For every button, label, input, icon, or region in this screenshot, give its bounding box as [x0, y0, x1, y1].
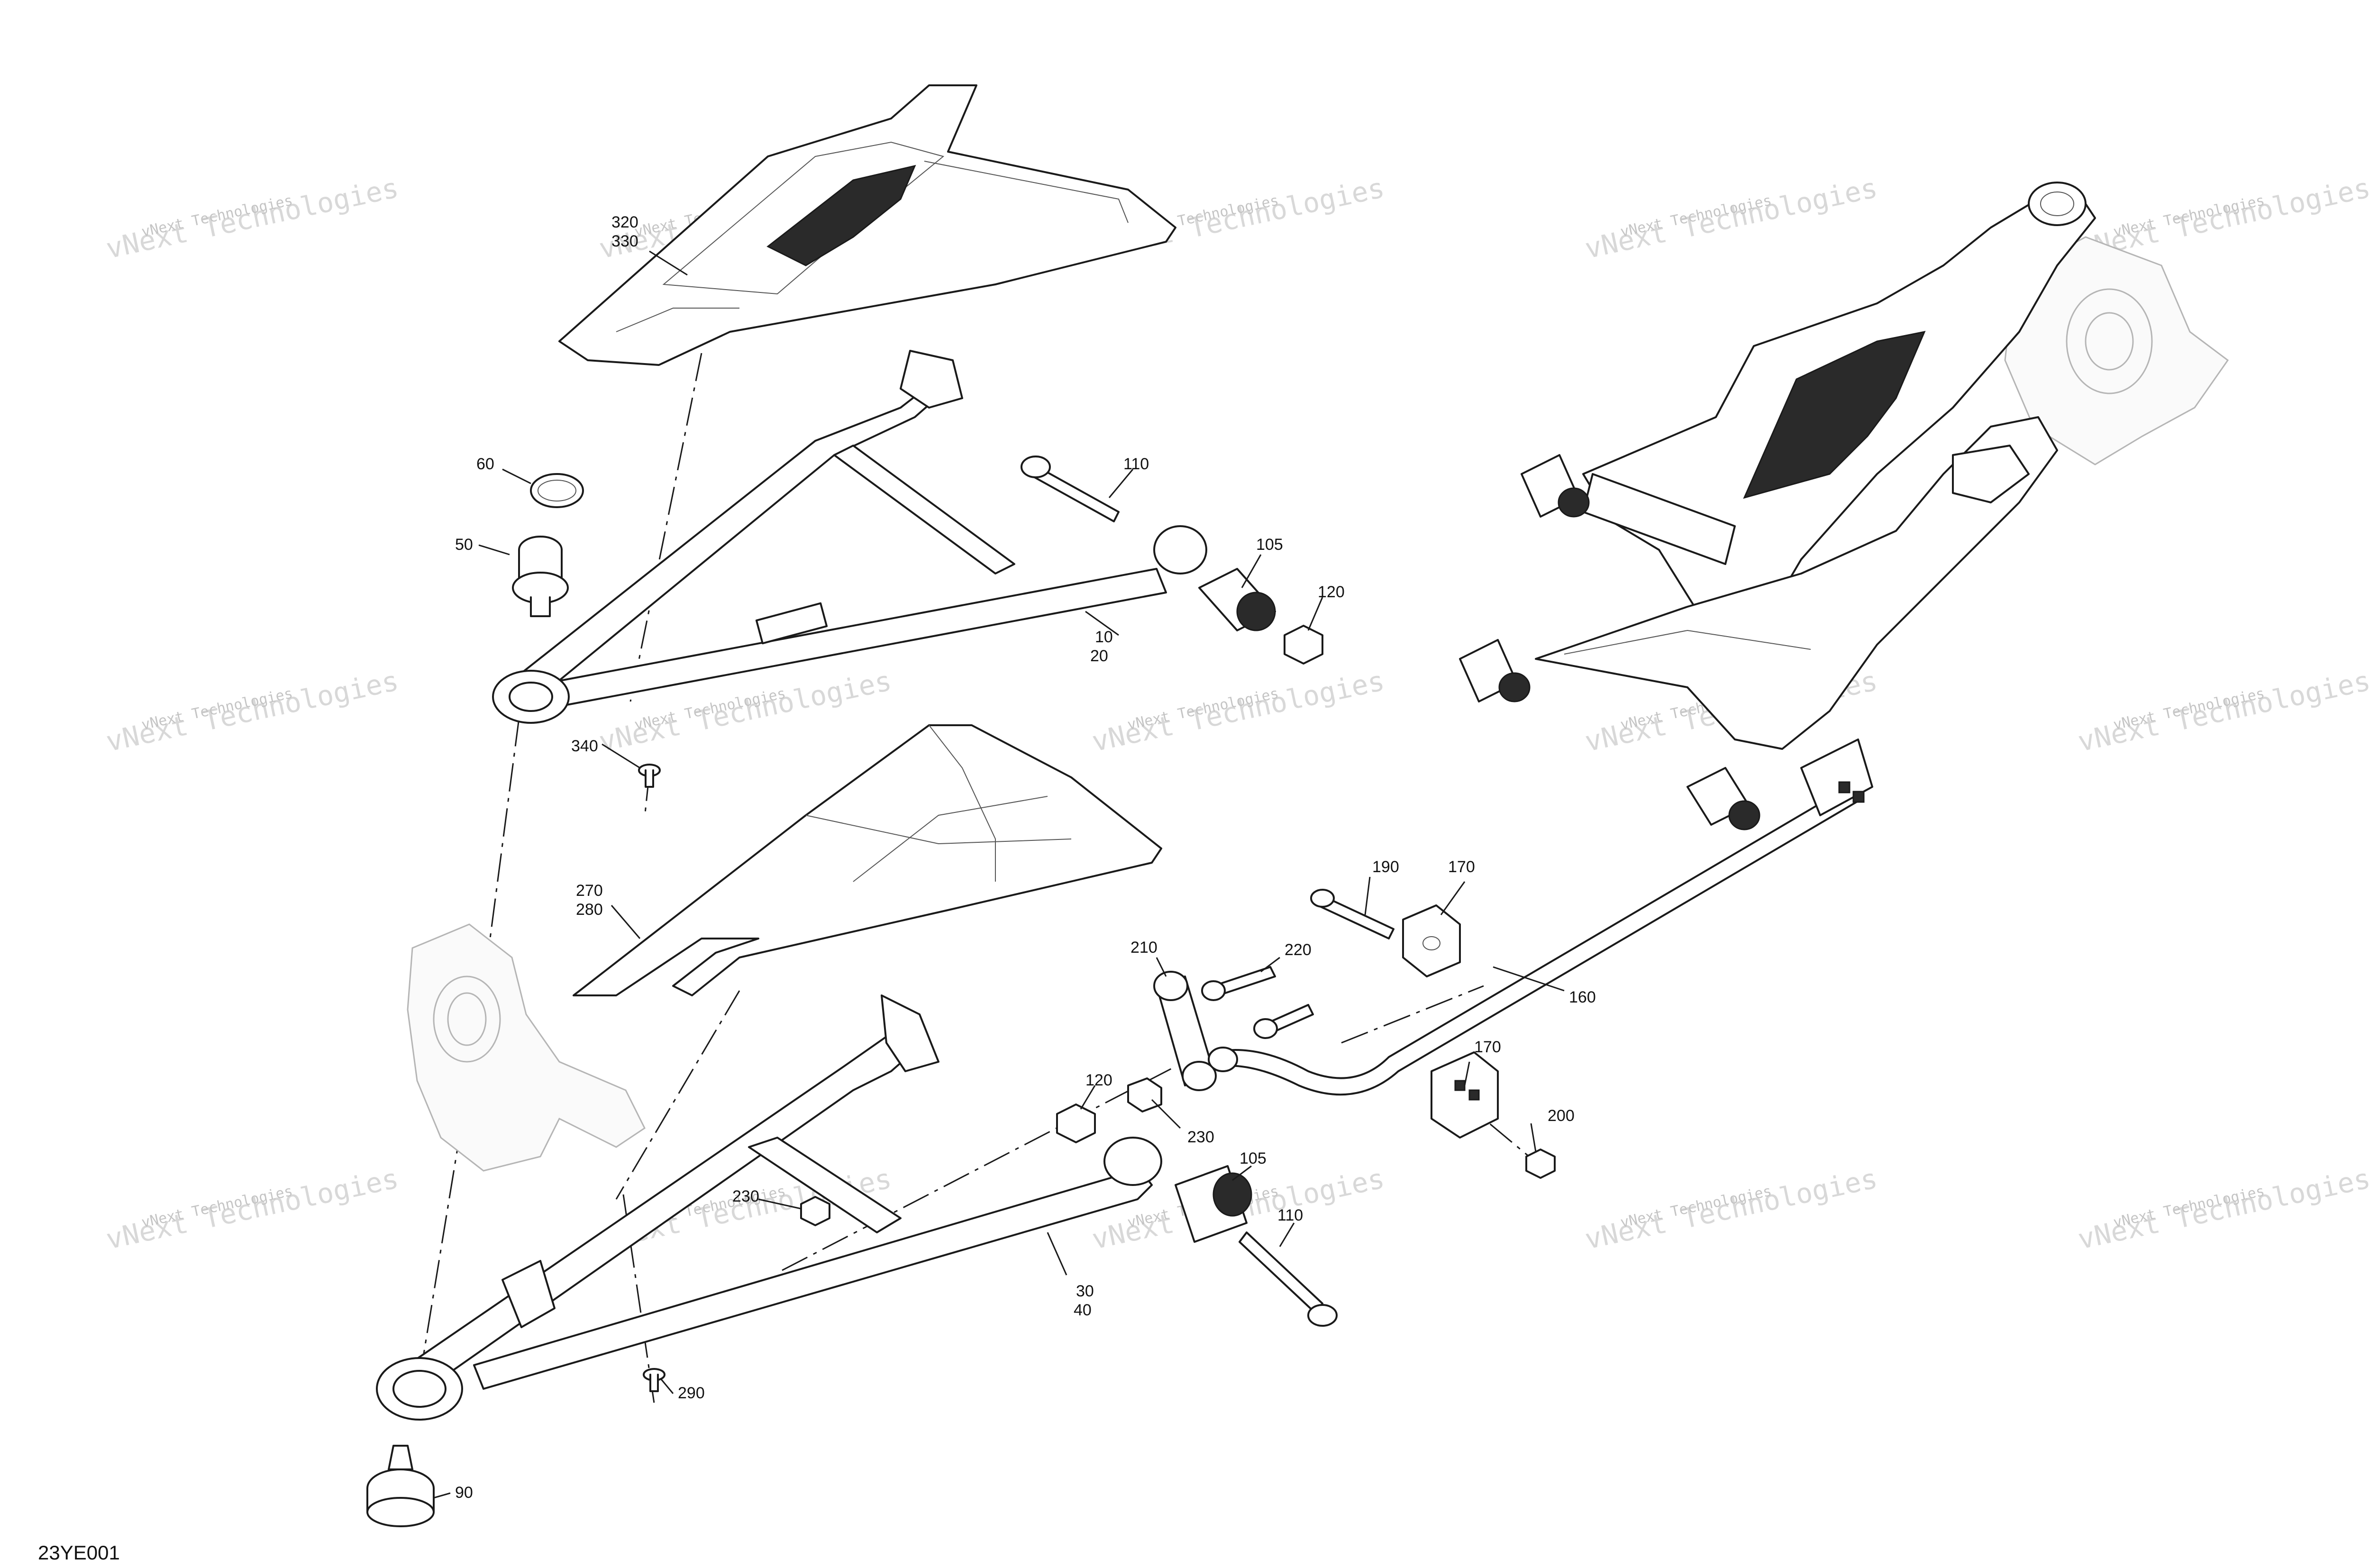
- callout-170-upper: 170: [1448, 858, 1475, 876]
- watermark-text-large: vNext Technologies: [1089, 665, 1387, 758]
- nut-120-upper: [1284, 625, 1323, 665]
- callout-290: 290: [678, 1384, 705, 1402]
- upper-a-arm: [492, 350, 1207, 724]
- ball-joint-50: [512, 536, 569, 617]
- watermark-text-large: vNext Technologies: [103, 1162, 401, 1256]
- callout-line: 40: [1074, 1301, 1092, 1319]
- bushing-105-upper: [1198, 568, 1276, 631]
- callout-line: 10: [1095, 628, 1113, 646]
- callout-340: 340: [571, 737, 598, 755]
- lower-a-arm: [376, 994, 1162, 1421]
- callout-230-link: 230: [1187, 1128, 1214, 1146]
- callout-160: 160: [1569, 988, 1596, 1006]
- callout-line: 30: [1076, 1282, 1094, 1300]
- bolt-110-upper: [1021, 456, 1120, 522]
- callout-220: 220: [1285, 941, 1312, 959]
- screw-290: [643, 1368, 665, 1392]
- callout-60: 60: [476, 455, 494, 473]
- callout-190: 190: [1372, 858, 1399, 876]
- knuckle-ghost-right: [2004, 236, 2229, 465]
- screw-340: [638, 764, 661, 788]
- bolt-220-lower: [1253, 1004, 1314, 1039]
- callout-line: 280: [576, 901, 603, 919]
- figure-code: 23YE001: [38, 1541, 120, 1564]
- callout-50: 50: [455, 536, 473, 554]
- assembled-lower-arm: [1535, 416, 2058, 750]
- callout-110-lower: 110: [1277, 1206, 1303, 1224]
- sway-bar-160: [1208, 786, 1859, 1096]
- callout-120-upper: 120: [1318, 583, 1345, 601]
- callout-170-lower: 170: [1474, 1038, 1501, 1056]
- sway-bar-link-210: [1153, 971, 1217, 1091]
- assembled-upper-arm: [1582, 182, 2096, 641]
- nut-120-lower: [1056, 1103, 1096, 1143]
- callout-line: 320: [611, 213, 638, 231]
- bushing-105-lower: [1175, 1165, 1252, 1243]
- callout-210: 210: [1130, 939, 1158, 957]
- callout-200: 200: [1548, 1107, 1575, 1125]
- callout-line: 20: [1090, 647, 1108, 665]
- lower-arm-guard: [573, 724, 1162, 996]
- callout-105-lower: 105: [1240, 1149, 1267, 1167]
- bolt-190: [1310, 889, 1395, 939]
- watermark-text-large: vNext Technologies: [1582, 1162, 1880, 1256]
- watermark-text-large: vNext Technologies: [103, 665, 401, 758]
- assembled-sway-bar-mount: [1686, 738, 1873, 830]
- callout-230-arm: 230: [732, 1187, 759, 1205]
- watermark-text-large: vNext Technologies: [103, 172, 401, 265]
- knuckle-ghost-left: [407, 923, 646, 1172]
- callout-110-upper: 110: [1123, 455, 1149, 473]
- clamp-170-upper: [1402, 904, 1461, 977]
- nut-200: [1525, 1149, 1556, 1179]
- nut-230-lower: [1127, 1077, 1162, 1112]
- bolt-110-lower: [1239, 1231, 1338, 1327]
- callout-105-upper: 105: [1256, 536, 1283, 554]
- callout-120-lower: 120: [1085, 1071, 1112, 1089]
- upper-arm-guard: [558, 84, 1176, 366]
- watermark-text-large: vNext Technologies: [2075, 1162, 2370, 1256]
- ball-joint-90: [366, 1445, 435, 1527]
- callout-line: 270: [576, 882, 603, 900]
- leader-lines: [433, 250, 1565, 1499]
- watermark-text-large: vNext Technologies: [1582, 172, 1880, 265]
- circlip-60: [530, 473, 584, 508]
- callout-line: 330: [611, 232, 638, 250]
- nut-230-arm: [800, 1196, 830, 1226]
- bolt-220-upper: [1201, 966, 1276, 1001]
- clamp-170-lower: [1431, 1051, 1499, 1139]
- callout-90: 90: [455, 1484, 473, 1502]
- watermark-text-large: vNext Technologies: [2075, 665, 2370, 758]
